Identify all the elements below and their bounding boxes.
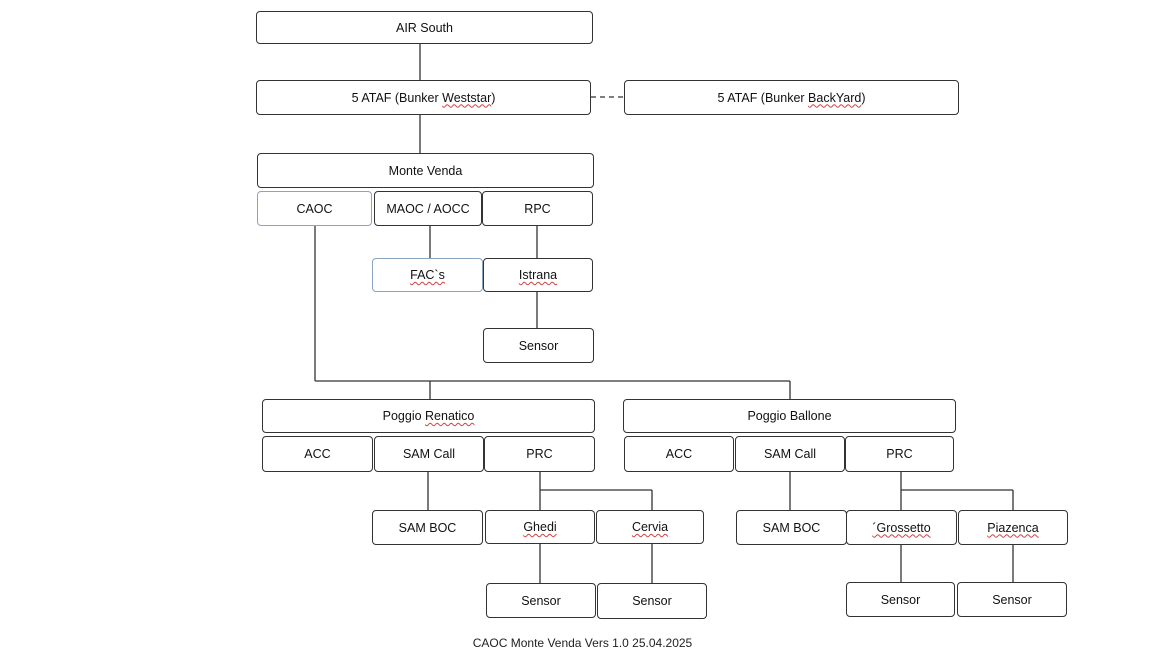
- node-facs: FAC`s: [372, 258, 483, 292]
- node-poggio-ballone-label: Poggio Ballone: [747, 409, 832, 423]
- node-pr-sam-boc: SAM BOC: [372, 510, 483, 545]
- node-piazenca-sensor-label: Sensor: [992, 592, 1032, 607]
- node-pb-prc: PRC: [845, 436, 954, 472]
- label-name: Renatico: [425, 409, 475, 423]
- node-monte-venda-label: Monte Venda: [388, 163, 463, 178]
- node-piazenca-label: Piazenca: [987, 520, 1039, 535]
- node-cervia-label: Cervia: [631, 520, 669, 534]
- node-maoc-aocc: MAOC / AOCC: [374, 191, 482, 226]
- node-ghedi-sensor-label: Sensor: [521, 593, 561, 608]
- node-rpc-label: RPC: [524, 201, 551, 216]
- node-5ataf-backyard: 5 ATAF (Bunker BackYard): [624, 80, 959, 115]
- node-poggio-ballone: Poggio Ballone: [623, 399, 956, 433]
- node-pr-sam-call-label: SAM Call: [402, 447, 456, 461]
- node-pb-sam-boc-label: SAM BOC: [762, 520, 821, 535]
- node-istrana: Istrana: [483, 258, 593, 292]
- node-facs-label: FAC`s: [410, 268, 445, 282]
- node-pb-sam-call-label: SAM Call: [763, 447, 817, 461]
- node-caoc-label: CAOC: [296, 201, 333, 216]
- node-maoc-aocc-label: MAOC / AOCC: [386, 201, 470, 216]
- label-suffix: ): [491, 90, 496, 105]
- label-suffix: ): [861, 90, 866, 105]
- node-5ataf-backyard-label: 5 ATAF (Bunker BackYard): [718, 91, 866, 105]
- node-istrana-sensor: Sensor: [483, 328, 594, 363]
- node-pr-acc-label: ACC: [304, 447, 331, 461]
- label-prefix: 5 ATAF (Bunker: [717, 90, 809, 105]
- node-cervia: Cervia: [596, 510, 704, 544]
- node-istrana-label: Istrana: [518, 268, 558, 282]
- node-pb-sam-call: SAM Call: [735, 436, 845, 472]
- node-pr-prc: PRC: [484, 436, 595, 472]
- node-pr-prc-label: PRC: [526, 447, 553, 461]
- node-grossetto-label: ´Grossetto: [872, 520, 931, 535]
- diagram-caption: CAOC Monte Venda Vers 1.0 25.04.2025: [472, 636, 693, 650]
- node-pr-sam-call: SAM Call: [374, 436, 484, 472]
- node-ghedi-label: Ghedi: [523, 520, 557, 534]
- label-prefix: Poggio: [382, 409, 426, 423]
- node-grossetto-sensor: Sensor: [846, 582, 955, 617]
- label-name: Weststar: [442, 90, 492, 105]
- node-piazenca: Piazenca: [958, 510, 1068, 545]
- node-monte-venda: Monte Venda: [257, 153, 594, 188]
- node-air-south: AIR South: [256, 11, 593, 44]
- node-poggio-renatico: Poggio Renatico: [262, 399, 595, 433]
- node-rpc: RPC: [482, 191, 593, 226]
- node-pb-prc-label: PRC: [886, 447, 913, 461]
- node-cervia-sensor: Sensor: [597, 583, 707, 619]
- node-grossetto-sensor-label: Sensor: [880, 592, 921, 607]
- node-pb-acc-label: ACC: [665, 447, 693, 461]
- node-ghedi-sensor: Sensor: [486, 583, 596, 618]
- node-ghedi: Ghedi: [485, 510, 595, 544]
- node-pb-sam-boc: SAM BOC: [736, 510, 847, 545]
- node-pb-acc: ACC: [624, 436, 734, 472]
- node-grossetto: ´Grossetto: [846, 510, 957, 545]
- node-piazenca-sensor: Sensor: [957, 582, 1067, 617]
- node-pr-sam-boc-label: SAM BOC: [398, 520, 457, 535]
- node-istrana-sensor-label: Sensor: [518, 338, 559, 353]
- node-caoc: CAOC: [257, 191, 372, 226]
- node-5ataf-weststar: 5 ATAF (Bunker Weststar): [256, 80, 591, 115]
- node-air-south-label: AIR South: [396, 20, 453, 35]
- node-pr-acc: ACC: [262, 436, 373, 472]
- node-cervia-sensor-label: Sensor: [632, 594, 672, 608]
- label-prefix: 5 ATAF (Bunker: [351, 90, 443, 105]
- node-5ataf-weststar-label: 5 ATAF (Bunker Weststar): [352, 91, 496, 105]
- node-poggio-renatico-label: Poggio Renatico: [383, 409, 475, 423]
- label-name: BackYard: [808, 90, 862, 105]
